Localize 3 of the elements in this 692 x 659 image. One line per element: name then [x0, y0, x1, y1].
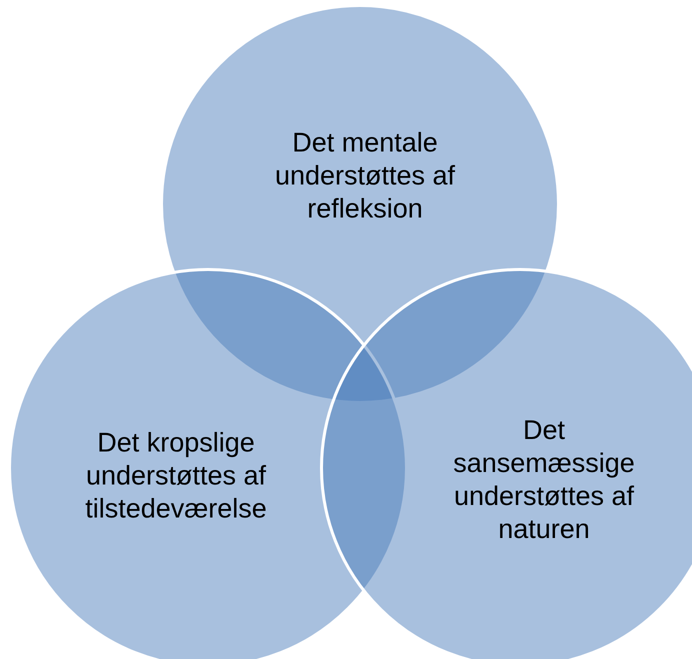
circle-label: Det sansemæssige understøttes af naturen	[452, 414, 636, 546]
circle-label: Det mentale understøttes af refleksion	[274, 126, 456, 226]
circle-label: Det kropslige understøttes af tilstedeværelse	[84, 426, 268, 526]
